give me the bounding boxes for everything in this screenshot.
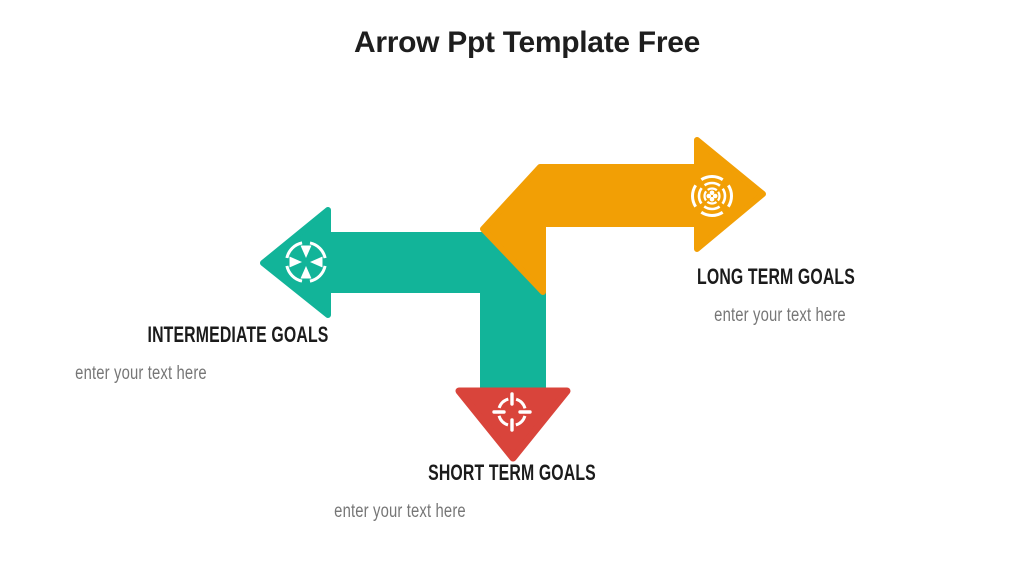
intermediate-goals-placeholder[interactable]: enter your text here xyxy=(75,363,207,384)
long-term-goals-label[interactable]: LONG TERM GOALS xyxy=(697,264,855,289)
long-term-goals-placeholder[interactable]: enter your text here xyxy=(714,305,846,326)
crosshair-target-icon xyxy=(492,392,532,432)
short-term-arrow-shape[interactable] xyxy=(455,387,571,462)
bent-arrow-right-shape[interactable] xyxy=(480,137,766,295)
converging-arrows-icon xyxy=(285,241,327,283)
short-term-goals-placeholder[interactable]: enter your text here xyxy=(334,501,466,522)
intermediate-goals-label[interactable]: INTERMEDIATE GOALS xyxy=(147,322,329,347)
slide-title[interactable]: Arrow Ppt Template Free xyxy=(354,26,700,59)
radar-rings-icon xyxy=(691,175,733,217)
short-term-goals-label[interactable]: SHORT TERM GOALS xyxy=(428,460,596,485)
long-term-arrow-shape[interactable] xyxy=(480,137,766,295)
